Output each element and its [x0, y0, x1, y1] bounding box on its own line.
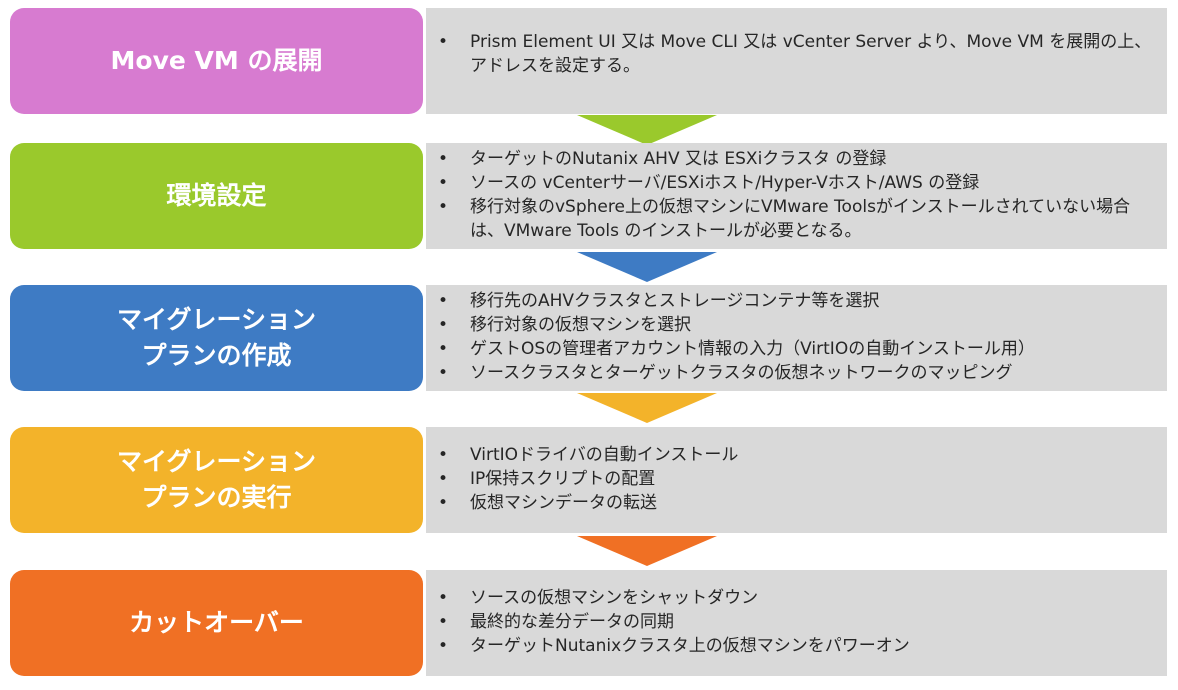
bullet-item: ターゲットNutanixクラスタ上の仮想マシンをパワーオン [438, 634, 1153, 658]
bullet-item: ソースクラスタとターゲットクラスタの仮想ネットワークのマッピング [438, 361, 1153, 385]
bullet-item: ゲストOSの管理者アカウント情報の入力（VirtIOの自動インストール用） [438, 337, 1153, 361]
step-label: Move VM の展開 [110, 46, 323, 75]
step-label: 環境設定 [166, 181, 267, 210]
step-label-box: カットオーバー [10, 570, 423, 676]
down-arrow-icon [577, 536, 717, 566]
bullet-item: ソースの vCenterサーバ/ESXiホスト/Hyper-Vホスト/AWS の… [438, 171, 1153, 195]
bullet-list: ソースの仮想マシンをシャットダウン 最終的な差分データの同期 ターゲットNuta… [438, 586, 1153, 658]
bullet-item: VirtIOドライバの自動インストール [438, 443, 1153, 467]
bullet-item: 移行対象のvSphere上の仮想マシンにVMware Toolsがインストールさ… [438, 195, 1153, 243]
step-description: ターゲットのNutanix AHV 又は ESXiクラスタ の登録 ソースの v… [426, 143, 1167, 249]
step-description: 移行先のAHVクラスタとストレージコンテナ等を選択 移行対象の仮想マシンを選択 … [426, 285, 1167, 391]
step-label: マイグレーション プランの作成 [116, 305, 316, 370]
down-arrow-icon [577, 393, 717, 423]
step-description: ソースの仮想マシンをシャットダウン 最終的な差分データの同期 ターゲットNuta… [426, 570, 1167, 676]
step-description: Prism Element UI 又は Move CLI 又は vCenter … [426, 8, 1167, 114]
step-label-box: マイグレーション プランの作成 [10, 285, 423, 391]
step-label: マイグレーション プランの実行 [116, 447, 316, 512]
bullet-item: ソースの仮想マシンをシャットダウン [438, 586, 1153, 610]
step-label-box: 環境設定 [10, 143, 423, 249]
bullet-list: 移行先のAHVクラスタとストレージコンテナ等を選択 移行対象の仮想マシンを選択 … [438, 289, 1153, 385]
step-label: カットオーバー [129, 608, 304, 637]
bullet-item: 仮想マシンデータの転送 [438, 491, 1153, 515]
bullet-item: 移行対象の仮想マシンを選択 [438, 313, 1153, 337]
down-arrow-icon [577, 115, 717, 145]
bullet-item: IP保持スクリプトの配置 [438, 467, 1153, 491]
bullet-item: 移行先のAHVクラスタとストレージコンテナ等を選択 [438, 289, 1153, 313]
down-arrow-icon [577, 252, 717, 282]
step-description: VirtIOドライバの自動インストール IP保持スクリプトの配置 仮想マシンデー… [426, 427, 1167, 533]
bullet-list: ターゲットのNutanix AHV 又は ESXiクラスタ の登録 ソースの v… [438, 147, 1153, 243]
bullet-item: 最終的な差分データの同期 [438, 610, 1153, 634]
step-label-box: マイグレーション プランの実行 [10, 427, 423, 533]
bullet-item: Prism Element UI 又は Move CLI 又は vCenter … [438, 30, 1153, 78]
step-label-box: Move VM の展開 [10, 8, 423, 114]
bullet-list: Prism Element UI 又は Move CLI 又は vCenter … [438, 30, 1153, 78]
bullet-item: ターゲットのNutanix AHV 又は ESXiクラスタ の登録 [438, 147, 1153, 171]
bullet-list: VirtIOドライバの自動インストール IP保持スクリプトの配置 仮想マシンデー… [438, 443, 1153, 515]
